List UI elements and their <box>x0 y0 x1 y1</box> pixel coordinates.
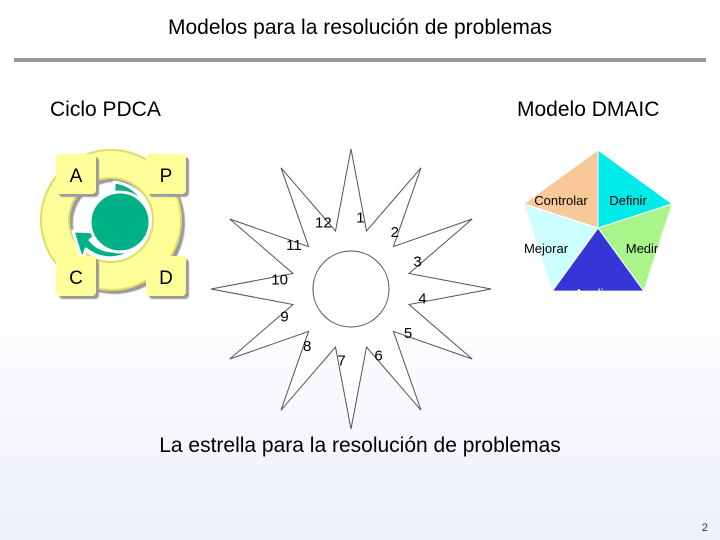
pdca-box-d: D <box>146 256 186 296</box>
dmaic-label-analizar: Analizar <box>575 286 623 301</box>
star-point-label: 6 <box>374 348 382 365</box>
star-caption: La estrella para la resolución de proble… <box>159 434 561 457</box>
pdca-label-c: C <box>69 268 83 289</box>
page-number: 2 <box>701 522 708 534</box>
star-point-label: 8 <box>303 338 311 355</box>
star-point-label: 3 <box>413 253 421 270</box>
dmaic-label-medir: Medir <box>626 241 659 256</box>
pdca-box-p: P <box>146 154 186 194</box>
dmaic-label-definir: Definir <box>609 193 647 208</box>
pdca-ring-fill <box>42 151 180 289</box>
star-point-label: 10 <box>271 272 288 289</box>
pdca-cycle-arrow-icon <box>71 180 152 262</box>
star-point-label: 9 <box>280 309 288 326</box>
pdca-label-d: D <box>159 268 173 289</box>
title-divider <box>14 58 706 62</box>
star-point-label: 12 <box>315 215 332 232</box>
dmaic-segment-controlar <box>522 149 599 229</box>
pdca-cycle: A P C D <box>40 149 186 296</box>
star-point-label: 5 <box>404 325 412 342</box>
star-point-label: 11 <box>286 237 302 254</box>
pdca-label-a: A <box>70 166 83 187</box>
star-center-circle <box>312 250 390 328</box>
dmaic-label-mejorar: Mejorar <box>524 241 569 256</box>
pdca-label-p: P <box>160 166 173 187</box>
pdca-box-c: C <box>56 256 96 296</box>
dmaic-heading: Modelo DMAIC <box>517 98 660 121</box>
pdca-box-a: A <box>56 154 96 194</box>
star-point-label: 4 <box>418 290 426 307</box>
star-point-label: 2 <box>391 224 399 241</box>
dmaic-label-controlar: Controlar <box>534 193 588 208</box>
star-point-label: 1 <box>356 210 364 227</box>
star-point-label: 7 <box>337 352 345 369</box>
pdca-heading: Ciclo PDCA <box>50 98 161 121</box>
slide-title: Modelos para la resolución de problemas <box>167 16 553 39</box>
